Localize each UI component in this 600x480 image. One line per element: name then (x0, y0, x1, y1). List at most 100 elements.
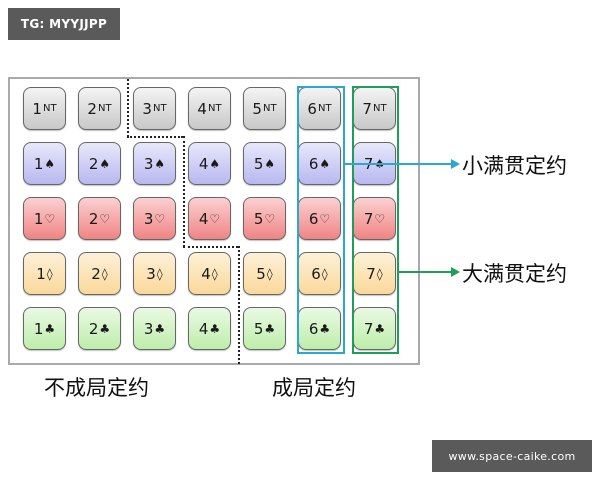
bid-cell-5-di: 5◊ (243, 252, 286, 295)
suit-icon: ♣ (44, 321, 56, 336)
bid-cell-6-di: 6◊ (298, 252, 341, 295)
bid-cell-4-cl: 4♣ (188, 307, 231, 350)
bid-level: 7 (366, 264, 376, 283)
bid-cell-2-cl: 2♣ (78, 307, 121, 350)
suit-icon: ◊ (321, 266, 328, 281)
bid-level: 5 (253, 209, 264, 228)
bid-level: 1 (33, 154, 44, 173)
suit-icon: ♣ (264, 321, 276, 336)
notrump-label: NT (42, 103, 57, 114)
suit-icon: ♡ (374, 211, 386, 226)
bid-level: 1 (36, 264, 46, 283)
suit-icon: ◊ (376, 266, 383, 281)
diagram-frame (8, 77, 420, 365)
bid-cell-1-sp: 1♠ (23, 142, 66, 185)
bid-level: 2 (91, 264, 101, 283)
bid-level: 5 (252, 99, 262, 118)
suit-icon: ♡ (154, 211, 166, 226)
suit-icon: ♡ (44, 211, 56, 226)
game-boundary-seg3 (183, 136, 185, 247)
bid-cell-1-cl: 1♣ (23, 307, 66, 350)
bid-level: 3 (142, 99, 152, 118)
suit-icon: ♣ (154, 321, 166, 336)
suit-icon: ♡ (264, 211, 276, 226)
bid-level: 2 (87, 99, 97, 118)
suit-icon: ♣ (209, 321, 221, 336)
notrump-label: NT (262, 103, 277, 114)
game-boundary-seg2 (127, 136, 183, 138)
bid-cell-2-he: 2♡ (78, 197, 121, 240)
bid-level: 3 (143, 209, 154, 228)
game-label: 成局定约 (272, 376, 356, 400)
suit-icon: ♣ (319, 321, 331, 336)
grand-slam-label: 大满贯定约 (462, 262, 567, 286)
bid-level: 2 (88, 209, 99, 228)
notrump-label: NT (152, 103, 167, 114)
game-boundary-seg4 (183, 246, 238, 248)
small-slam-arrow-line (345, 163, 453, 165)
suit-icon: ♡ (99, 211, 111, 226)
bid-cell-4-di: 4◊ (188, 252, 231, 295)
bid-cell-7-he: 7♡ (353, 197, 396, 240)
suit-icon: ◊ (101, 266, 108, 281)
bid-level: 4 (201, 264, 211, 283)
suit-icon: ♣ (374, 321, 386, 336)
bid-cell-3-he: 3♡ (133, 197, 176, 240)
suit-icon: ◊ (266, 266, 273, 281)
bid-level: 1 (33, 209, 44, 228)
notrump-label: NT (372, 103, 387, 114)
suit-icon: ♠ (209, 156, 221, 171)
game-boundary-seg5 (238, 246, 240, 364)
grand-slam-column-box (352, 86, 399, 354)
suit-icon: ♠ (264, 156, 276, 171)
bid-level: 6 (308, 209, 319, 228)
suit-icon: ♣ (99, 321, 111, 336)
bid-level: 2 (88, 154, 99, 173)
suit-icon: ♠ (154, 156, 166, 171)
tg-badge: TG: MYYJJPP (8, 8, 120, 40)
bid-cell-2-sp: 2♠ (78, 142, 121, 185)
bid-cell-5-sp: 5♠ (243, 142, 286, 185)
bid-level: 1 (32, 99, 42, 118)
bid-cell-3-sp: 3♠ (133, 142, 176, 185)
suit-icon: ◊ (156, 266, 163, 281)
suit-icon: ♠ (319, 156, 331, 171)
game-boundary-seg1 (127, 79, 129, 137)
bid-level: 3 (146, 264, 156, 283)
bid-cell-3-di: 3◊ (133, 252, 176, 295)
bid-level: 4 (197, 99, 207, 118)
bid-level: 7 (363, 319, 374, 338)
suit-icon: ♡ (209, 211, 221, 226)
site-badge: www.space-caike.com (432, 440, 592, 472)
bid-level: 4 (198, 319, 209, 338)
grand-slam-arrowhead-icon (451, 267, 460, 277)
bid-level: 7 (363, 209, 374, 228)
bid-cell-4-he: 4♡ (188, 197, 231, 240)
bid-level: 4 (198, 209, 209, 228)
bid-level: 3 (143, 154, 154, 173)
bid-level: 7 (362, 99, 372, 118)
bid-level: 6 (308, 154, 319, 173)
suit-icon: ◊ (46, 266, 53, 281)
partscore-label: 不成局定约 (44, 376, 149, 400)
bid-cell-2-di: 2◊ (78, 252, 121, 295)
bid-level: 4 (198, 154, 209, 173)
bid-level: 2 (88, 319, 99, 338)
suit-icon: ♠ (44, 156, 56, 171)
bid-level: 3 (143, 319, 154, 338)
bid-cell-1-di: 1◊ (23, 252, 66, 295)
bid-level: 6 (311, 264, 321, 283)
small-slam-arrowhead-icon (451, 159, 460, 169)
bid-level: 5 (253, 319, 264, 338)
bid-level: 1 (33, 319, 44, 338)
suit-icon: ♡ (319, 211, 331, 226)
suit-icon: ◊ (211, 266, 218, 281)
bid-cell-1-he: 1♡ (23, 197, 66, 240)
bid-cell-4-sp: 4♠ (188, 142, 231, 185)
